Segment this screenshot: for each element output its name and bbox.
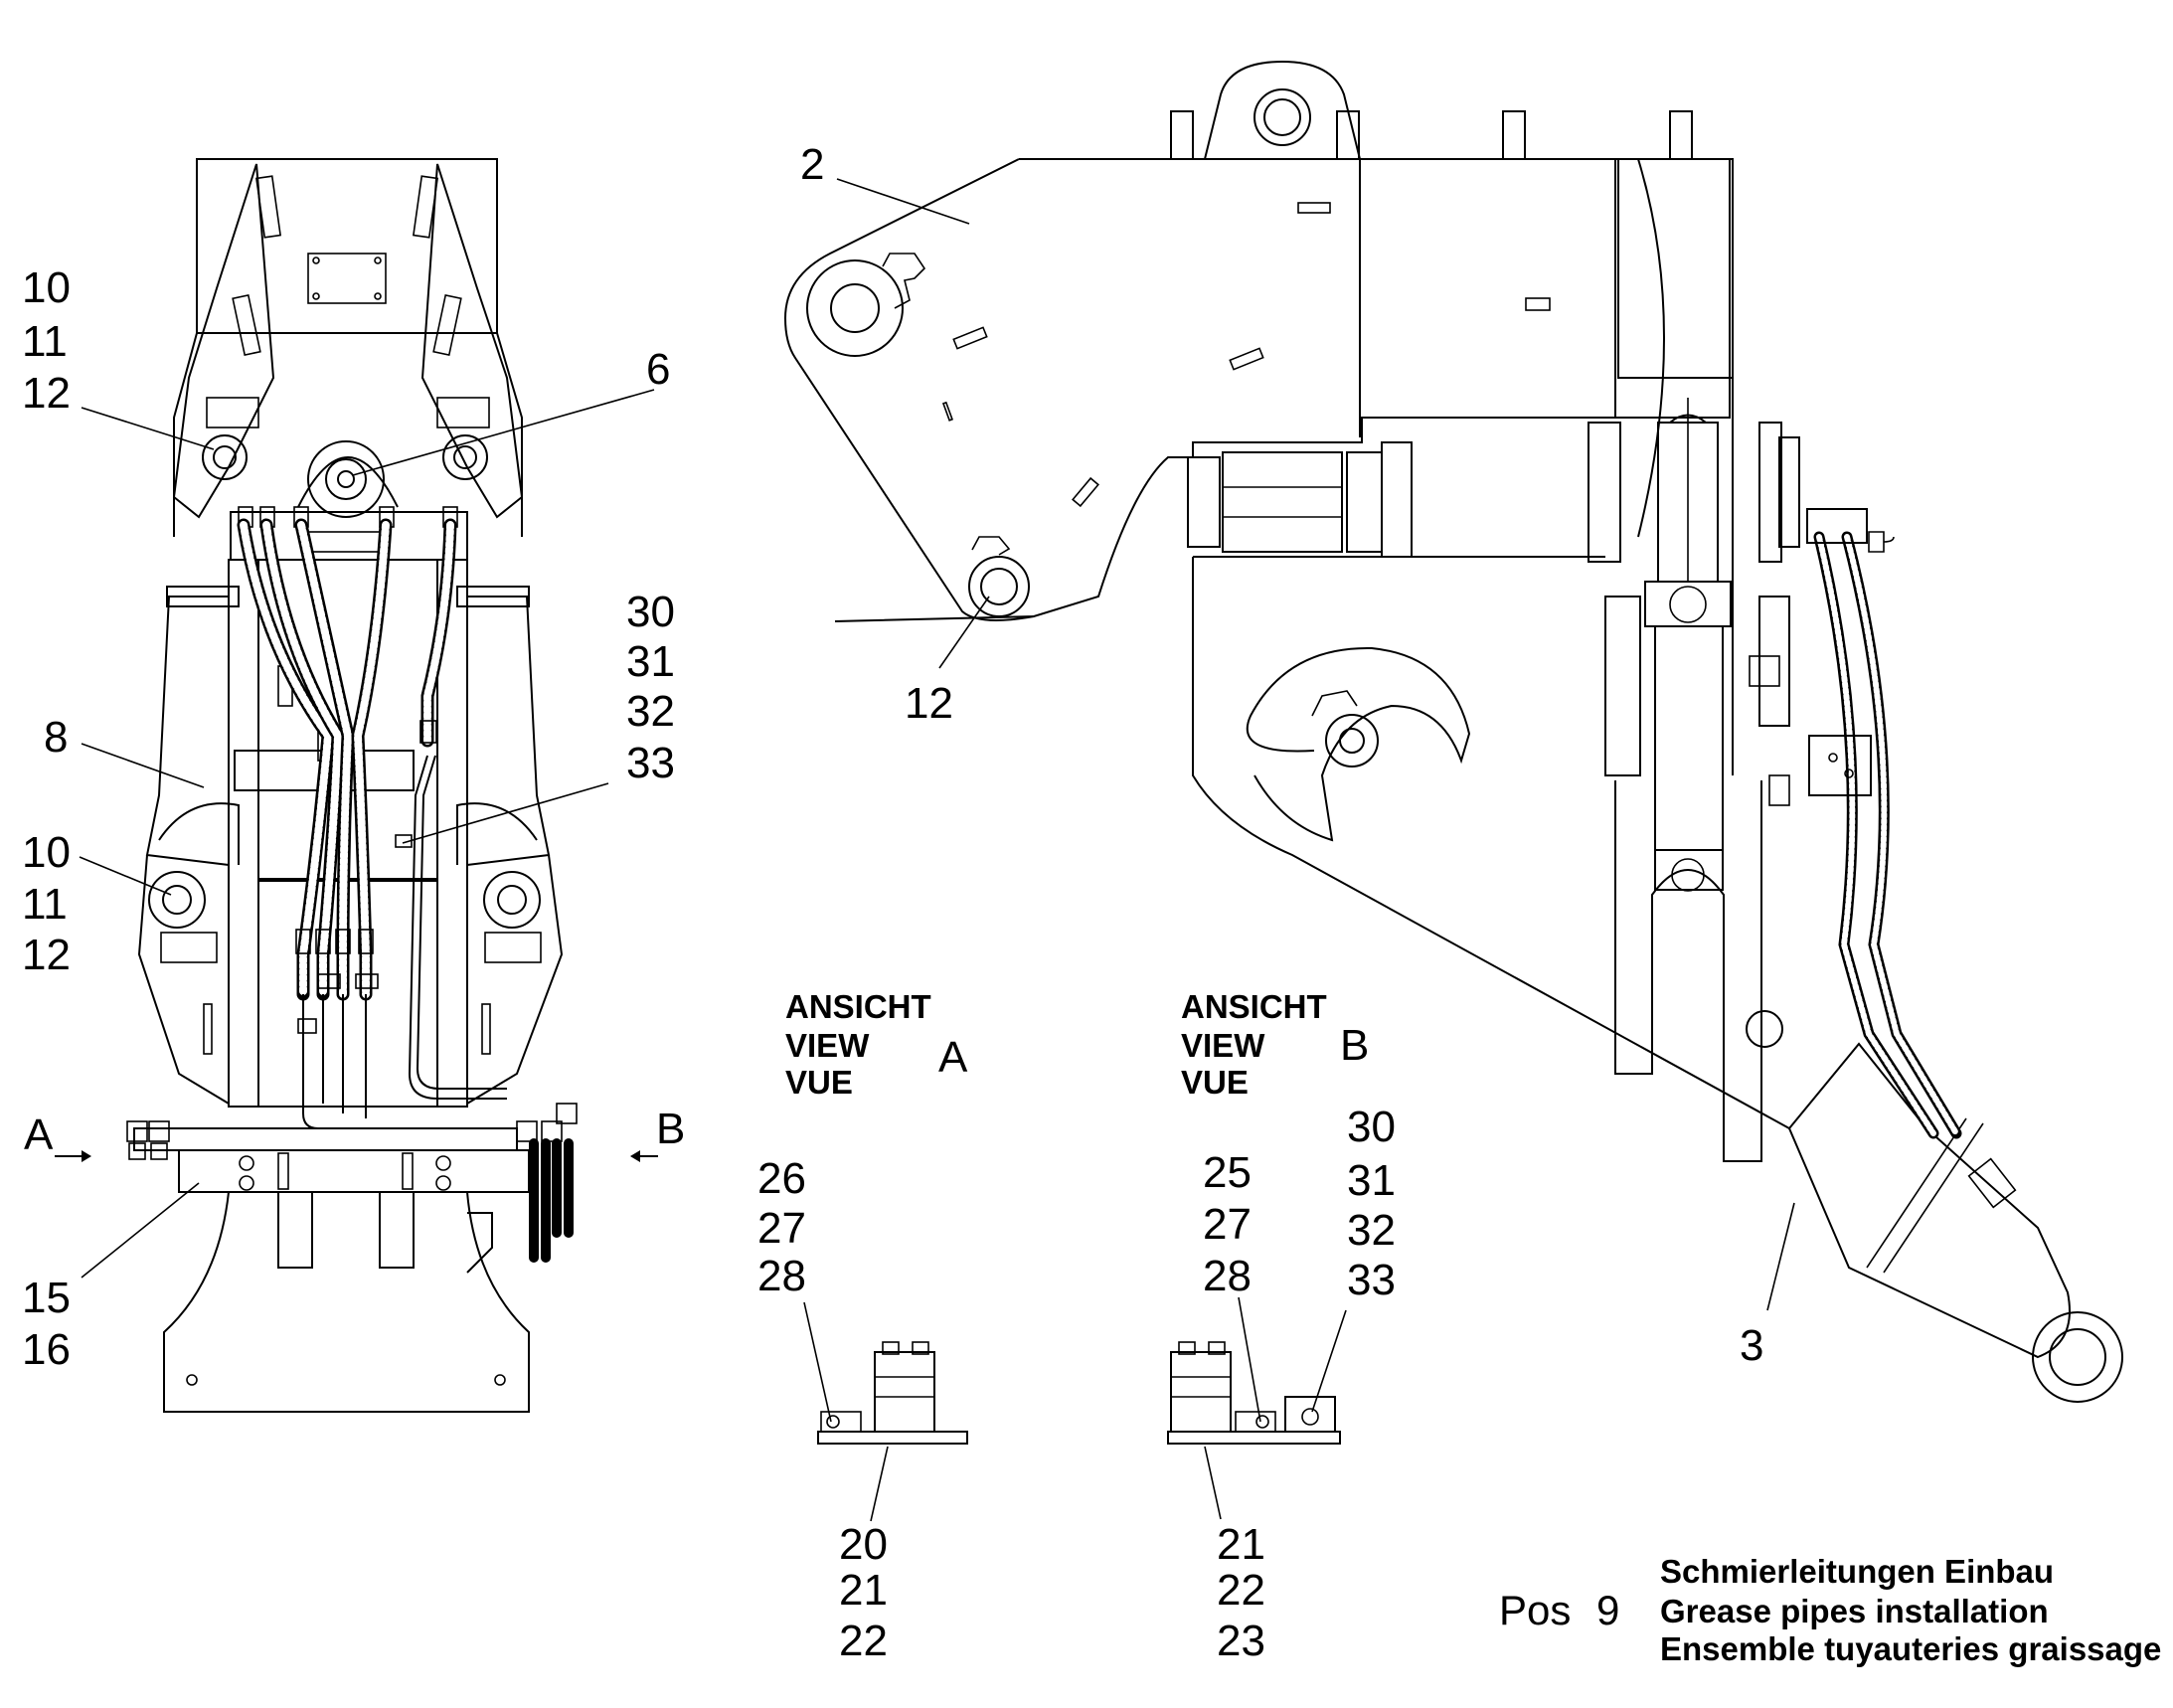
title-german: Schmierleitungen Einbau [1660,1553,2054,1590]
callout-8: 8 [44,713,68,762]
callout-31-front: 31 [626,637,675,686]
view-a-callout-26: 26 [757,1154,806,1203]
view-a-callout-21: 21 [839,1566,888,1615]
view-b-callout-31: 31 [1347,1156,1396,1205]
view-a-header-vue: VUE [785,1064,853,1101]
callout-32-front: 32 [626,687,675,736]
callout-3: 3 [1740,1321,1763,1370]
view-b-callout-33: 33 [1347,1256,1396,1304]
callout-30-front: 30 [626,588,675,636]
callout-12-top: 12 [22,369,71,418]
view-b-letter: B [1340,1021,1369,1070]
view-a-header-ansicht: ANSICHT [785,988,931,1025]
view-a-callout-22: 22 [839,1617,888,1665]
position-number: 9 [1596,1587,1619,1633]
front-view-labels: 10 11 12 6 8 10 11 12 30 31 32 33 A B 15… [22,263,685,1374]
callout-2: 2 [800,140,824,189]
view-a-callout-28: 28 [757,1252,806,1300]
position-label: Pos [1499,1587,1571,1633]
detail-view-b-labels: ANSICHT VIEW VUE B 25 27 28 30 31 32 33 … [1181,988,1396,1665]
title-english: Grease pipes installation [1660,1593,2049,1629]
view-b-header-vue: VUE [1181,1064,1249,1101]
callout-15: 15 [22,1274,71,1322]
callout-11-mid: 11 [22,880,68,929]
detail-view-a-labels: ANSICHT VIEW VUE A 26 27 28 20 21 22 [757,988,968,1665]
callout-11-top: 11 [22,317,68,366]
title-block: Pos 9 Schmierleitungen Einbau Grease pip… [1499,1553,2161,1667]
side-view [783,60,2123,1403]
view-a-header-view: VIEW [785,1027,870,1064]
view-arrow-b-label: B [656,1105,685,1153]
view-b-header-ansicht: ANSICHT [1181,988,1327,1025]
side-view-labels: 2 12 3 [800,140,1763,1370]
front-view-leaders [79,389,655,1279]
view-a-callout-27: 27 [757,1204,806,1253]
view-b-callout-25: 25 [1203,1148,1252,1197]
callout-12-side: 12 [905,679,953,728]
view-arrow-a-label: A [24,1110,54,1159]
callout-12-mid: 12 [22,931,71,979]
side-view-leaders [836,178,1795,1311]
callout-33-front: 33 [626,739,675,787]
view-a-letter: A [938,1033,968,1082]
view-b-callout-32: 32 [1347,1206,1396,1255]
view-b-callout-23: 23 [1217,1617,1265,1665]
callout-10-mid: 10 [22,828,71,877]
title-french: Ensemble tuyauteries graissage [1660,1630,2161,1667]
view-b-callout-27: 27 [1203,1200,1252,1249]
view-b-callout-30: 30 [1347,1103,1396,1151]
view-b-callout-28: 28 [1203,1252,1252,1300]
view-b-callout-22: 22 [1217,1566,1265,1615]
front-view [55,158,658,1413]
view-a-callout-20: 20 [839,1520,888,1569]
detail-view-a [803,1301,968,1522]
detail-view-b [1167,1296,1347,1520]
view-b-callout-21: 21 [1217,1520,1265,1569]
callout-16: 16 [22,1325,71,1374]
callout-10-top: 10 [22,263,71,312]
view-b-header-view: VIEW [1181,1027,1265,1064]
callout-6: 6 [646,345,670,394]
